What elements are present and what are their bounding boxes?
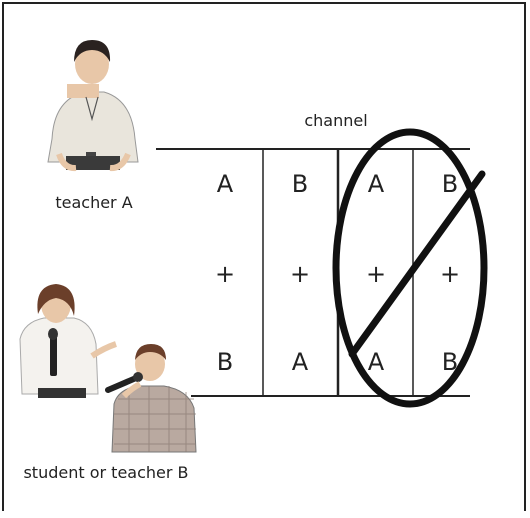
prohibition-circle [332,128,488,408]
prohibition-mark [332,128,488,408]
cell-r2-c1: + [215,260,235,288]
teacher-a-photo [47,40,139,172]
prohibition-slash [348,170,486,358]
cell-r1-c1: A [217,170,234,198]
student-photo [105,344,197,453]
diagram-frame: teacher A student or teacher B channel [2,2,526,511]
teacher-b-photo [19,284,117,398]
cell-r2-c4: + [440,260,460,288]
cell-r1-c3: A [368,170,385,198]
student-or-teacher-b-label: student or teacher B [23,463,188,482]
cell-r1-c4: B [442,170,458,198]
teacher-a-label: teacher A [55,193,132,212]
cell-r2-c3: + [366,260,386,288]
cell-r3-c2: A [292,348,309,376]
cell-r3-c1: B [217,348,233,376]
channel-diagram: teacher A student or teacher B channel [19,40,488,482]
cell-r3-c3: A [368,348,385,376]
cell-r2-c2: + [290,260,310,288]
cell-r1-c2: B [292,170,308,198]
channel-label: channel [304,111,367,130]
cell-r3-c4: B [442,348,458,376]
